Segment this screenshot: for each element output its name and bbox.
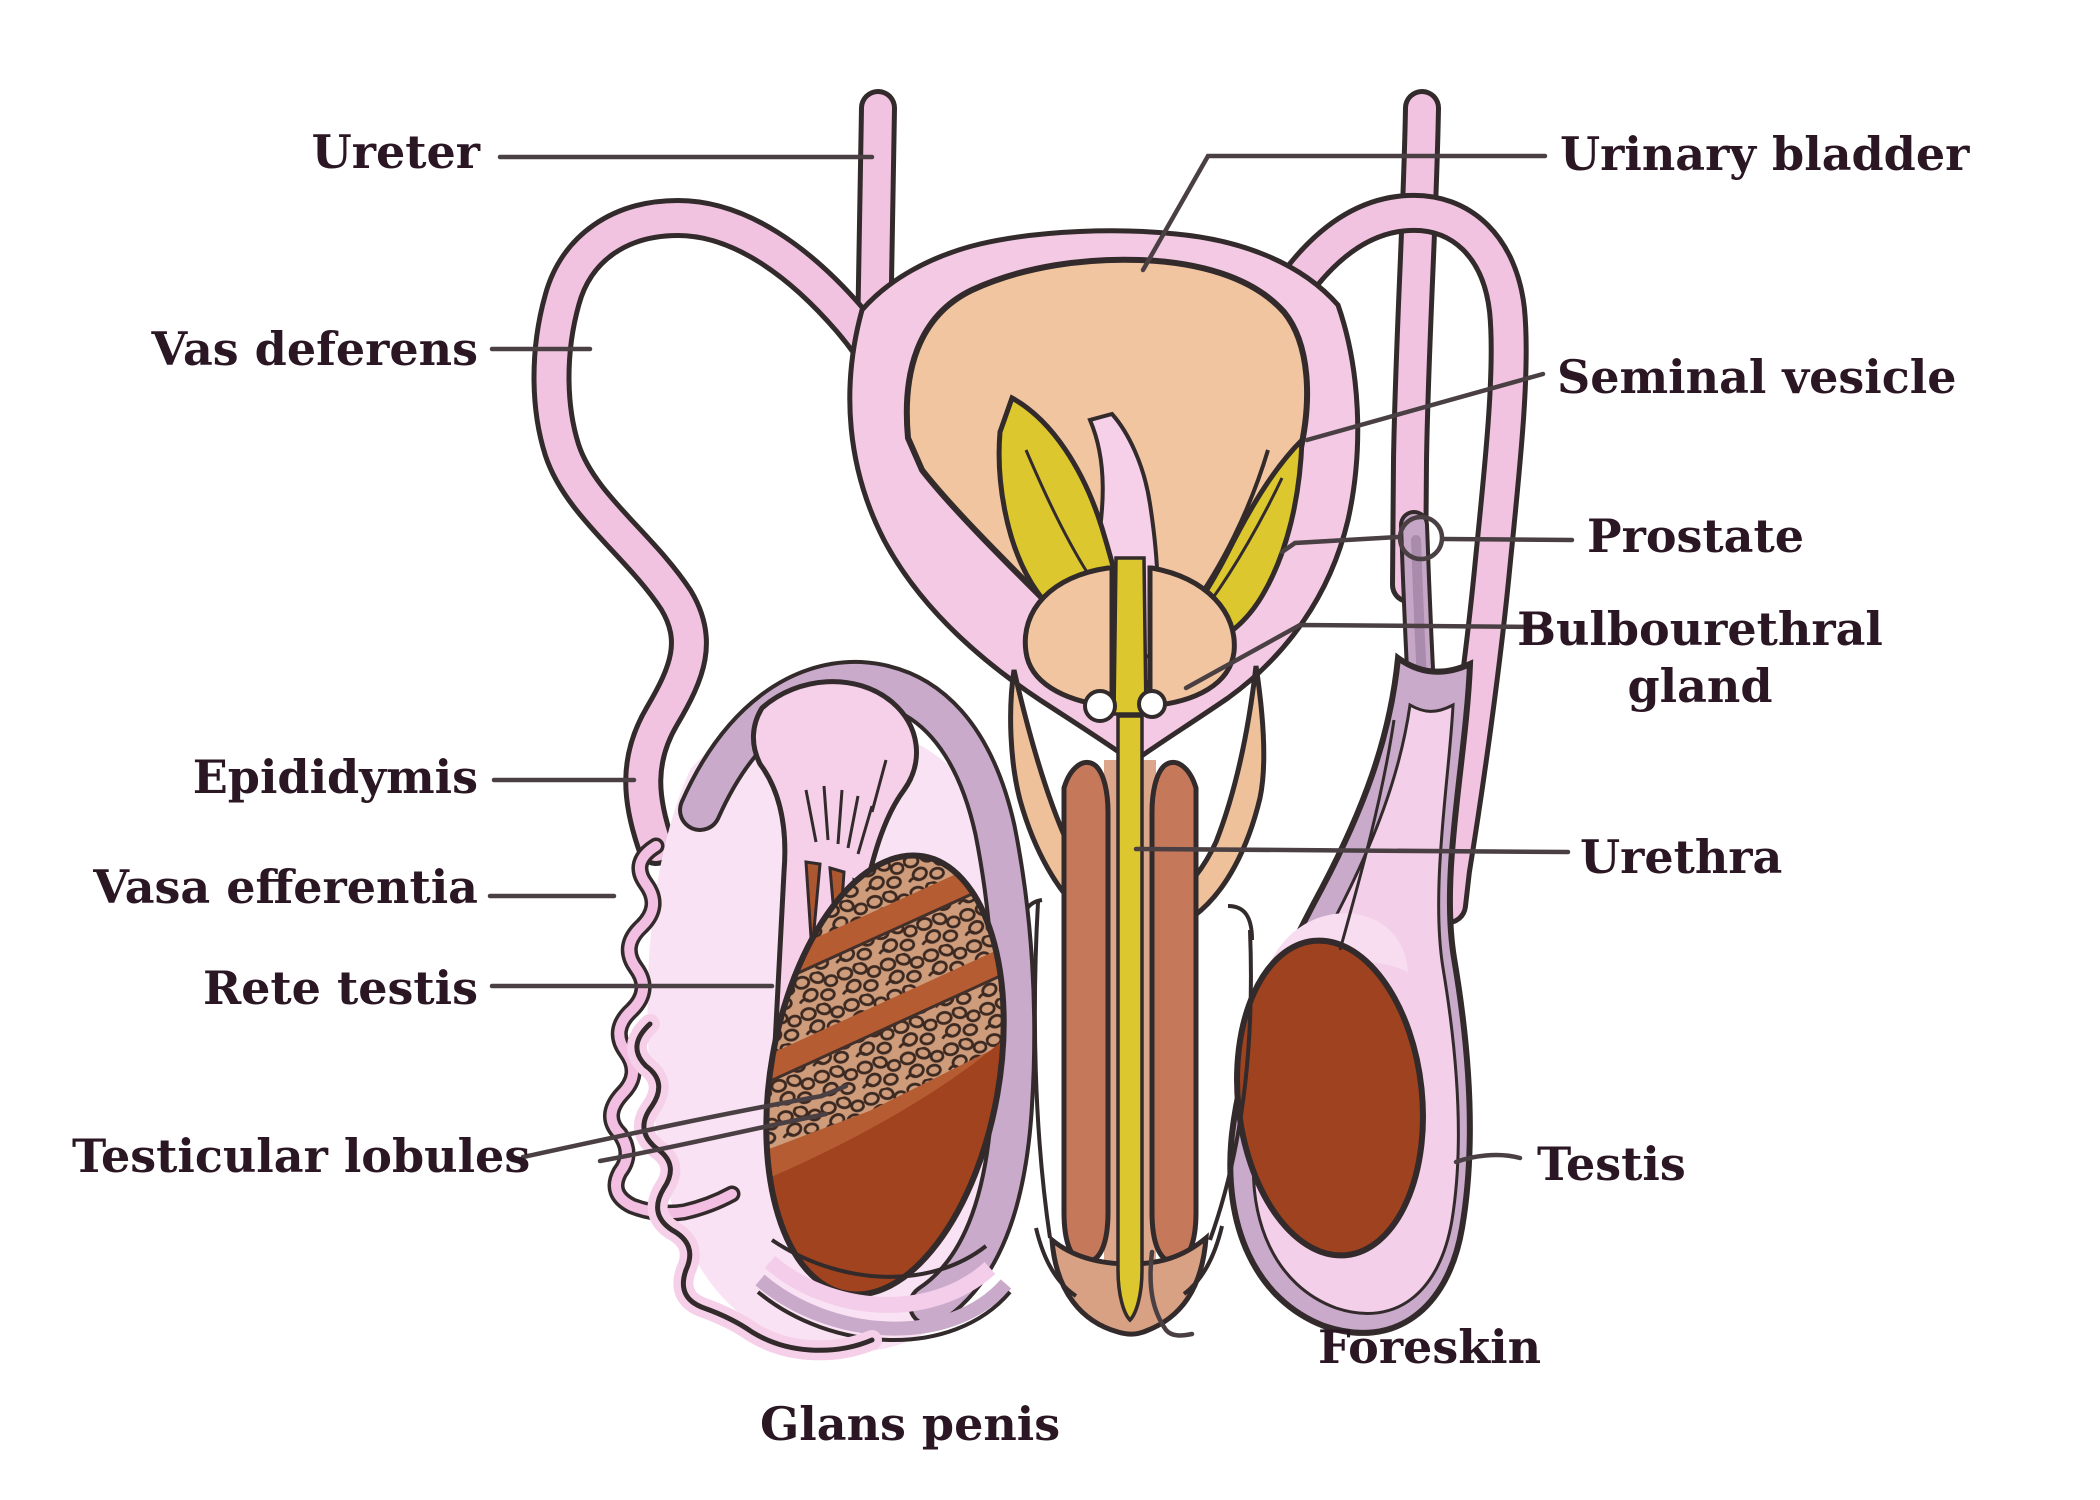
- label-bulbourethral-line2: gland: [1627, 659, 1772, 713]
- label-epididymis: Epididymis: [193, 750, 478, 804]
- label-urinary-bladder: Urinary bladder: [1560, 127, 1970, 181]
- label-testicular-lobules: Testicular lobules: [72, 1129, 530, 1183]
- glans-fold-right: [1182, 1225, 1224, 1296]
- label-glans-penis: Glans penis: [760, 1397, 1060, 1451]
- right-scrotum: [1227, 652, 1474, 1336]
- glans-fold-left: [1034, 1227, 1078, 1298]
- left-corpus-cavernosum: [1061, 759, 1111, 1265]
- label-seminal-vesicle: Seminal vesicle: [1557, 350, 1957, 404]
- tunica-arc-pink: [764, 1255, 996, 1313]
- leader-foreskin: [1148, 1249, 1195, 1338]
- leader-prostate-a: [1441, 536, 1575, 543]
- coiled-duct-tube: [606, 841, 737, 1219]
- label-testis: Testis: [1537, 1137, 1686, 1191]
- leader-prostate-b: [1279, 534, 1402, 555]
- leader-bulbourethral: [1183, 622, 1548, 691]
- label-foreskin: Foreskin: [1318, 1320, 1541, 1374]
- label-prostate: Prostate: [1587, 509, 1804, 563]
- label-ureter: Ureter: [312, 125, 481, 179]
- label-vasa-efferentia: Vasa efferentia: [92, 860, 478, 914]
- leader-urinary-bladder: [1140, 153, 1548, 273]
- efferent-duct-strokes: [804, 759, 888, 855]
- tunica-arc-ink: [770, 1238, 988, 1279]
- leader-testis: [1453, 1152, 1523, 1165]
- right-testis-body: [1234, 937, 1426, 1259]
- right-vesicle-line: [1208, 477, 1284, 603]
- leader-urethra: [1133, 846, 1571, 855]
- prostatic-urethra-canal: [1112, 556, 1148, 716]
- foreskin-edge-right: [1208, 929, 1253, 1241]
- bulbourethral-gland-right: [1137, 689, 1167, 719]
- penis-group: [1008, 665, 1267, 1337]
- penile-urethra-canal: [1116, 714, 1144, 1323]
- tunica-arc-edge: [756, 1290, 1012, 1342]
- labels: Ureter Vas deferens Epididymis Vasa effe…: [72, 125, 1970, 1451]
- left-testis-group: [603, 659, 1037, 1361]
- leader-testicular-lobules-2: [597, 1111, 829, 1164]
- foreskin-edge-left: [1032, 901, 1052, 1239]
- label-vas-deferens: Vas deferens: [150, 322, 478, 376]
- left-vesicle-line: [1024, 449, 1094, 581]
- leader-lines: [487, 153, 1575, 1338]
- vasa-efferentia-duct-1: [804, 860, 822, 953]
- label-rete-testis: Rete testis: [203, 961, 478, 1015]
- leader-testicular-lobules-1: [520, 1083, 849, 1160]
- sac-contour-line: [1338, 719, 1396, 951]
- left-vas-deferens-tube: [536, 202, 923, 861]
- frill-ink: [634, 1021, 875, 1353]
- label-bulbourethral-line1: Bulbourethral: [1517, 602, 1883, 656]
- leader-seminal-vesicle: [1304, 371, 1546, 443]
- tunica-arc-mauve: [755, 1274, 1012, 1336]
- label-urethra: Urethra: [1580, 830, 1782, 884]
- bulbourethral-gland-left: [1083, 689, 1117, 723]
- right-corpus-cavernosum: [1149, 759, 1199, 1265]
